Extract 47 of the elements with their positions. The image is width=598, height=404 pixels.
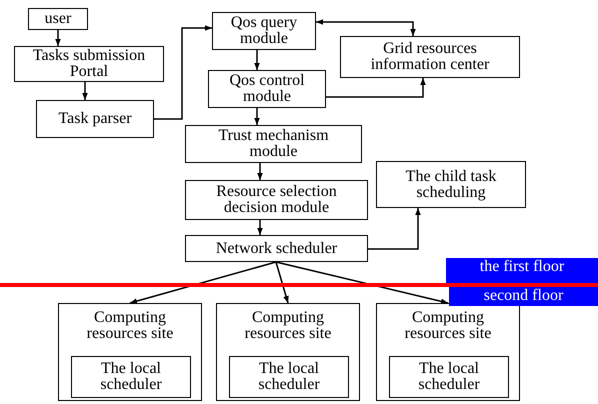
- process-box: [28, 8, 88, 30]
- box-label: The local scheduler: [417, 361, 481, 393]
- box-label: Computing resources site: [86, 310, 174, 342]
- process-box: [185, 235, 368, 262]
- box-label: Resource selection decision module: [215, 184, 338, 216]
- arrow: [254, 108, 260, 125]
- arrow: [257, 220, 263, 235]
- box-label: Task parser: [57, 111, 133, 127]
- box-label: Grid resources information center: [370, 41, 490, 73]
- arrow: [276, 261, 448, 304]
- box-label: Computing resources site: [404, 310, 492, 342]
- process-box: [216, 303, 360, 401]
- process-box: [340, 36, 520, 78]
- box-label: Qos query module: [230, 15, 298, 47]
- box-label: Qos control module: [228, 73, 306, 105]
- process-box: [208, 70, 326, 108]
- box-label: The local scheduler: [99, 361, 163, 393]
- process-box: [229, 356, 349, 398]
- arrow: [130, 261, 276, 304]
- process-box: [14, 46, 164, 82]
- box-label: The local scheduler: [257, 361, 321, 393]
- arrow: [326, 78, 426, 98]
- process-box: [212, 12, 316, 50]
- process-box: [389, 356, 509, 398]
- process-box: [36, 100, 154, 138]
- process-box: [376, 303, 520, 401]
- arrow: [275, 262, 289, 304]
- box-label: Trust mechanism module: [217, 128, 330, 160]
- arrow: [154, 25, 212, 120]
- box-label: The child task scheduling: [404, 168, 498, 200]
- box-label: Network scheduler: [214, 240, 338, 256]
- box-label: Computing resources site: [244, 310, 332, 342]
- floor-label: the first floor: [446, 258, 598, 283]
- arrow: [368, 208, 421, 250]
- box-label: user: [44, 11, 72, 27]
- box-label: Tasks submission Portal: [32, 48, 146, 80]
- arrow: [82, 82, 88, 100]
- process-box: [58, 303, 202, 401]
- process-box: [376, 161, 526, 208]
- arrow: [55, 30, 61, 46]
- process-box: [185, 180, 368, 220]
- arrow: [257, 163, 263, 180]
- arrow: [254, 50, 260, 70]
- floor-label: second floor: [449, 287, 598, 306]
- arrow: [316, 19, 416, 36]
- process-box: [71, 356, 191, 398]
- process-box: [185, 125, 362, 163]
